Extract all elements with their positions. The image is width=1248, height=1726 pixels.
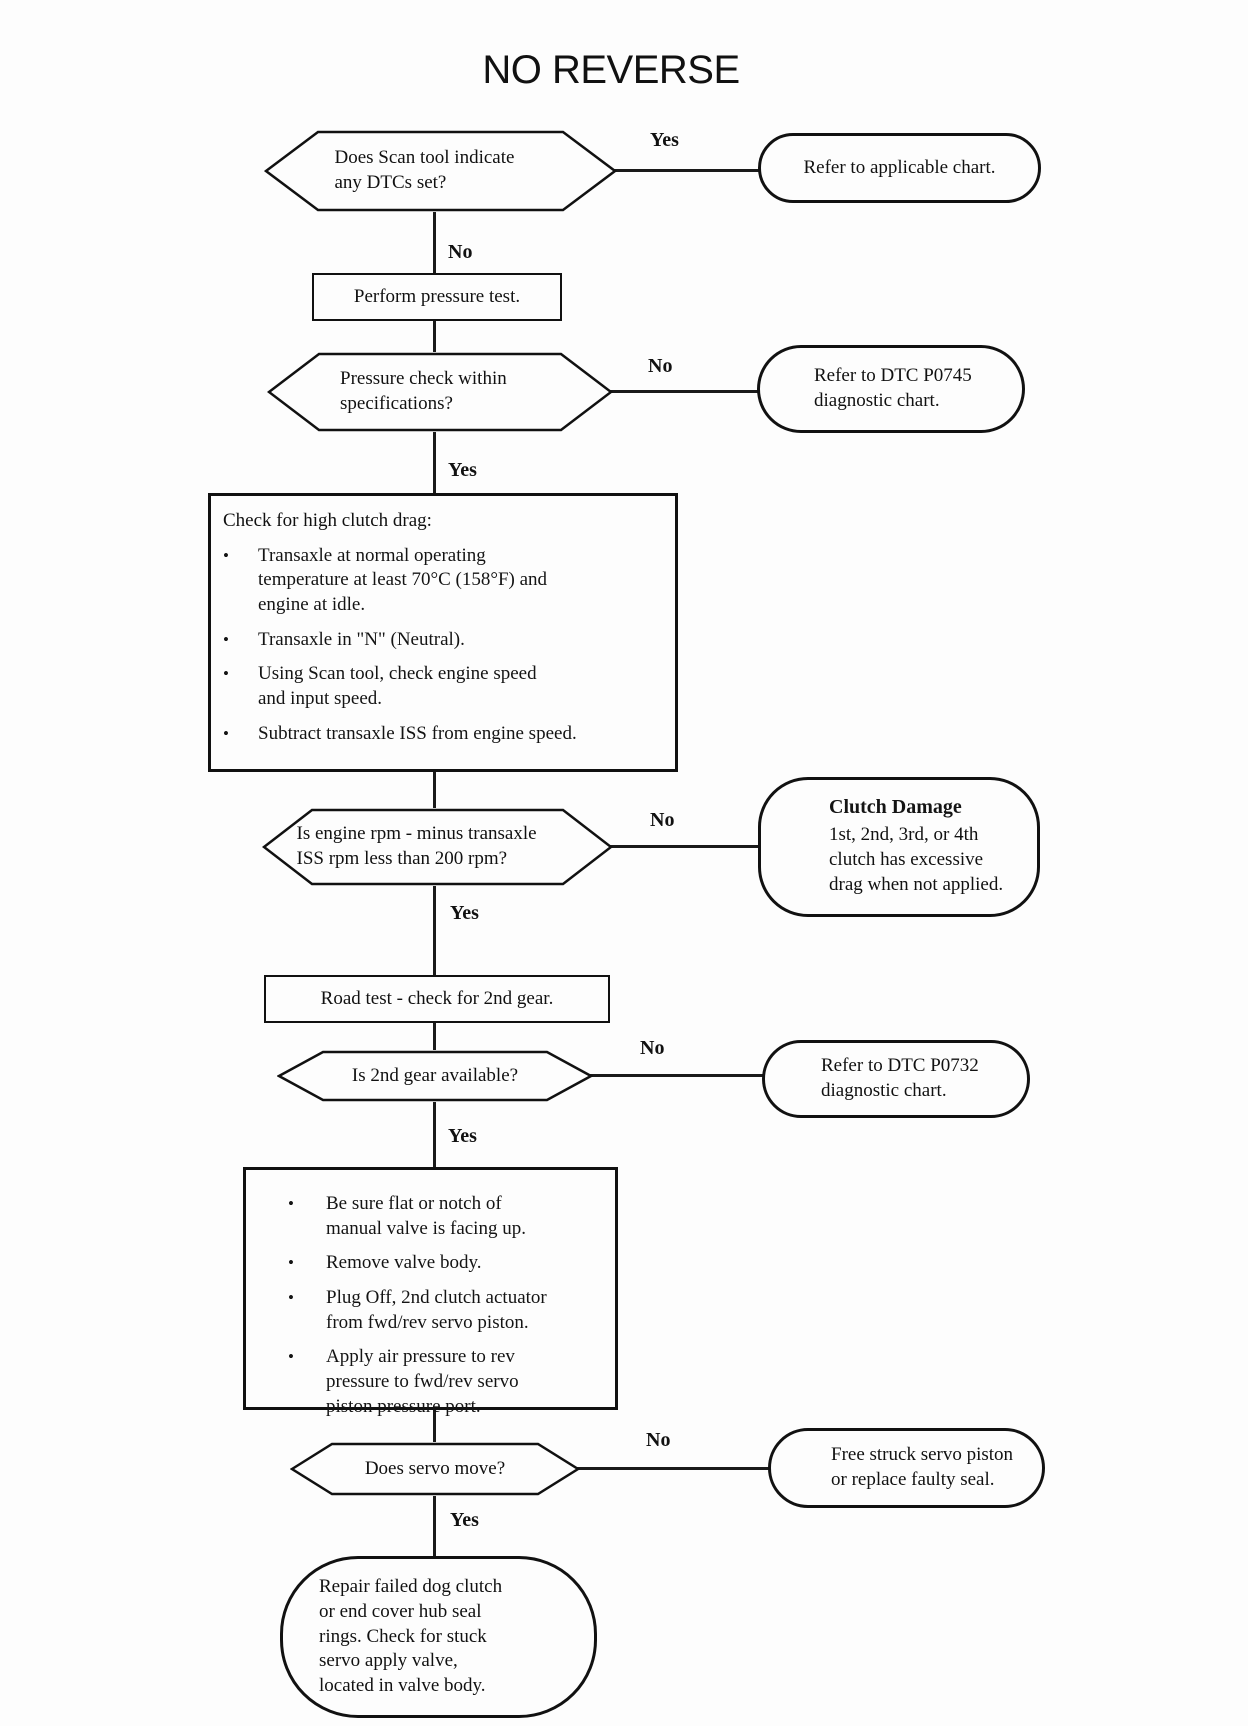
bullet-icon: • (223, 664, 229, 684)
terminal-title: Clutch Damage (829, 796, 962, 819)
decision-text: Does Scan tool indicate any DTCs set? (334, 147, 515, 193)
list-item: • Be sure flat or notch of manual valve … (260, 1192, 607, 1241)
connector-line (433, 432, 436, 493)
label-yes: Yes (448, 1125, 477, 1147)
connector-line (433, 1410, 436, 1442)
label-yes: Yes (448, 459, 477, 481)
instruction-box-clutch-drag: Check for high clutch drag: • Transaxle … (208, 493, 678, 772)
decision-text: Pressure check within specifications? (340, 368, 507, 414)
connector-line (433, 1102, 436, 1167)
decision-2nd-gear: Is 2nd gear available? (277, 1050, 593, 1102)
connector-line (433, 772, 436, 808)
list-item: • Plug Off, 2nd clutch actuator from fwd… (260, 1286, 607, 1335)
bullet-icon: • (223, 545, 229, 565)
decision-text: Does servo move? (364, 1457, 506, 1479)
instruction-box-servo-test: • Be sure flat or notch of manual valve … (243, 1167, 618, 1417)
page-title: NO REVERSE (482, 48, 740, 92)
connector-line (575, 1467, 771, 1470)
bullet-icon: • (288, 1347, 294, 1367)
list-item: • Subtract transaxle ISS from engine spe… (223, 722, 665, 747)
hexagon-shape (262, 808, 613, 886)
list-item: • Transaxle at normal operating temperat… (223, 544, 665, 618)
label-no: No (640, 1037, 665, 1059)
box-heading: Check for high clutch drag: (223, 510, 432, 531)
list-item: • Remove valve body. (260, 1251, 607, 1276)
bullet-icon: • (288, 1288, 294, 1308)
list-item: • Using Scan tool, check engine speed an… (223, 662, 665, 711)
label-no: No (646, 1429, 671, 1451)
decision-text: Is 2nd gear available? (351, 1064, 519, 1086)
hexagon-shape (267, 352, 613, 432)
connector-line (588, 1074, 765, 1077)
label-yes: Yes (450, 1509, 479, 1531)
decision-servo-move: Does servo move? (290, 1442, 580, 1496)
bullet-icon: • (223, 629, 229, 649)
connector-line (433, 1496, 436, 1556)
hexagon-shape (277, 1050, 593, 1102)
list-item: • Apply air pressure to rev pressure to … (260, 1345, 607, 1419)
connector-line (433, 1023, 436, 1050)
terminal-free-servo-piston: Free struck servo piston or replace faul… (768, 1428, 1045, 1508)
label-no: No (648, 355, 673, 377)
label-yes: Yes (450, 902, 479, 924)
connector-line (608, 390, 760, 393)
decision-pressure-check: Pressure check within specifications? (267, 352, 613, 432)
bullet-icon: • (223, 723, 229, 743)
terminal-clutch-damage: Clutch Damage 1st, 2nd, 3rd, or 4th clut… (758, 777, 1040, 917)
connector-line (433, 321, 436, 352)
label-no: No (650, 809, 675, 831)
terminal-dtc-p0732: Refer to DTC P0732 diagnostic chart. (762, 1040, 1030, 1118)
hexagon-shape (290, 1442, 580, 1496)
list-item: • Transaxle in "N" (Neutral). (223, 628, 665, 653)
hexagon-shape (264, 130, 617, 212)
process-road-test: Road test - check for 2nd gear. (264, 975, 610, 1023)
terminal-refer-applicable-chart: Refer to applicable chart. (758, 133, 1041, 203)
label-no: No (448, 241, 473, 263)
bullet-icon: • (288, 1253, 294, 1273)
connector-line (612, 169, 761, 172)
terminal-dtc-p0745: Refer to DTC P0745 diagnostic chart. (757, 345, 1025, 433)
label-yes: Yes (650, 129, 679, 151)
bullet-icon: • (288, 1194, 294, 1213)
process-pressure-test: Perform pressure test. (312, 273, 562, 321)
connector-line (608, 845, 761, 848)
decision-scan-tool-dtcs: Does Scan tool indicate any DTCs set? (264, 130, 617, 212)
connector-line (433, 886, 436, 975)
decision-engine-rpm-iss: Is engine rpm - minus transaxle ISS rpm … (262, 808, 613, 886)
decision-text: Is engine rpm - minus transaxle ISS rpm … (296, 823, 537, 869)
connector-line (433, 212, 436, 273)
terminal-repair-dog-clutch: Repair failed dog clutch or end cover hu… (280, 1556, 597, 1718)
